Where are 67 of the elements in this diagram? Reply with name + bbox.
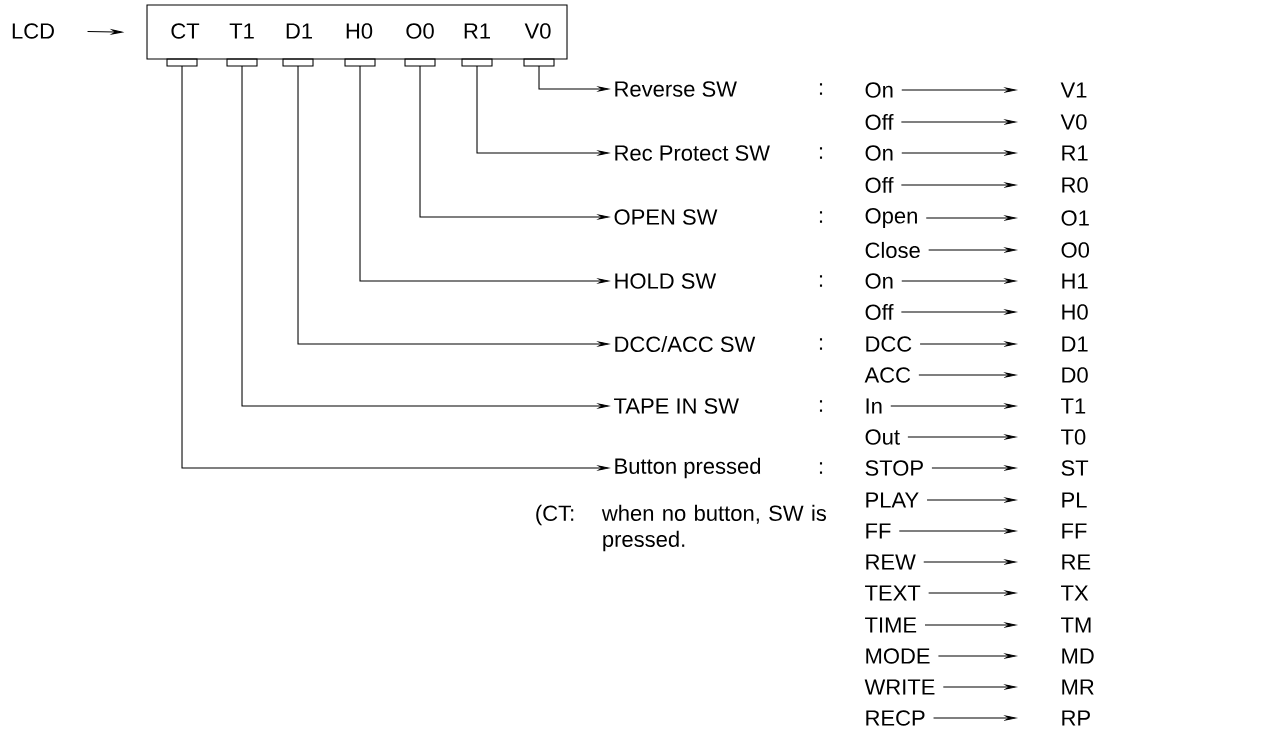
code-label: TX [1061, 585, 1089, 601]
state-label: PLAY [866, 492, 919, 508]
code-label: MR [1062, 679, 1094, 695]
note-text: when no button, SW is pressed. [601, 504, 827, 552]
state-label: MODE [866, 648, 930, 664]
state-label: WRITE [864, 679, 935, 695]
code-label: V1 [1060, 82, 1087, 98]
code-label: H0 [1062, 304, 1088, 320]
segment-label: D1 [286, 23, 312, 39]
code-label: R0 [1062, 177, 1088, 193]
state-label: ACC [864, 367, 911, 383]
switch-label: Button pressed [615, 457, 761, 479]
code-label: ST [1061, 460, 1089, 476]
state-label: STOP [865, 460, 923, 476]
state-label: TEXT [865, 585, 921, 601]
state-label: Close [865, 241, 920, 259]
code-label: D0 [1062, 367, 1088, 383]
code-label: O0 [1061, 242, 1090, 258]
state-label: Off [865, 176, 894, 194]
code-label: T0 [1061, 429, 1086, 445]
code-label: R1 [1062, 145, 1088, 161]
state-label: REW [866, 554, 916, 570]
code-label: V0 [1060, 114, 1087, 130]
colon: : [819, 338, 823, 350]
state-label: FF [866, 523, 891, 539]
code-label: FF [1062, 523, 1087, 539]
switch-label: OPEN SW [614, 209, 718, 225]
switch-label: HOLD SW [615, 273, 717, 289]
segment-label: O0 [406, 23, 434, 39]
segment-label: V0 [524, 23, 551, 39]
segment-label: CT [171, 23, 200, 39]
state-label: Off [865, 113, 894, 131]
colon: : [819, 275, 823, 287]
code-label: RE [1062, 554, 1091, 570]
segment-label: R1 [464, 23, 490, 39]
colon: : [819, 211, 823, 223]
segment-label: T1 [229, 23, 254, 39]
code-label: H1 [1062, 273, 1088, 289]
lcd-label: LCD [12, 23, 54, 39]
switch-label: Rec Protect SW [615, 145, 770, 161]
note-text: (CT: [536, 504, 574, 526]
colon: : [819, 147, 823, 159]
state-label: On [865, 273, 893, 289]
code-label: PL [1062, 492, 1087, 508]
colon: : [819, 400, 823, 412]
switch-label: TAPE IN SW [614, 398, 739, 414]
segment-label: H0 [346, 23, 373, 39]
state-label: Out [865, 429, 900, 445]
state-label: DCC [866, 336, 912, 352]
lcd-display-box [146, 4, 568, 60]
state-label: On [865, 145, 893, 161]
state-label: In [866, 398, 882, 414]
colon: : [819, 462, 823, 474]
state-label: RECP [866, 710, 925, 726]
colon: : [819, 83, 823, 95]
code-label: O1 [1061, 210, 1089, 226]
code-label: MD [1062, 648, 1094, 664]
code-label: TM [1061, 617, 1091, 633]
state-label: On [865, 82, 893, 98]
code-label: RP [1062, 710, 1090, 726]
switch-label: Reverse SW [615, 81, 737, 97]
code-label: D1 [1062, 336, 1088, 352]
code-label: T1 [1061, 398, 1086, 414]
state-label: Open [865, 208, 917, 228]
switch-label: DCC/ACC SW [615, 335, 756, 353]
state-label: TIME [865, 617, 917, 633]
state-label: Off [865, 303, 894, 321]
